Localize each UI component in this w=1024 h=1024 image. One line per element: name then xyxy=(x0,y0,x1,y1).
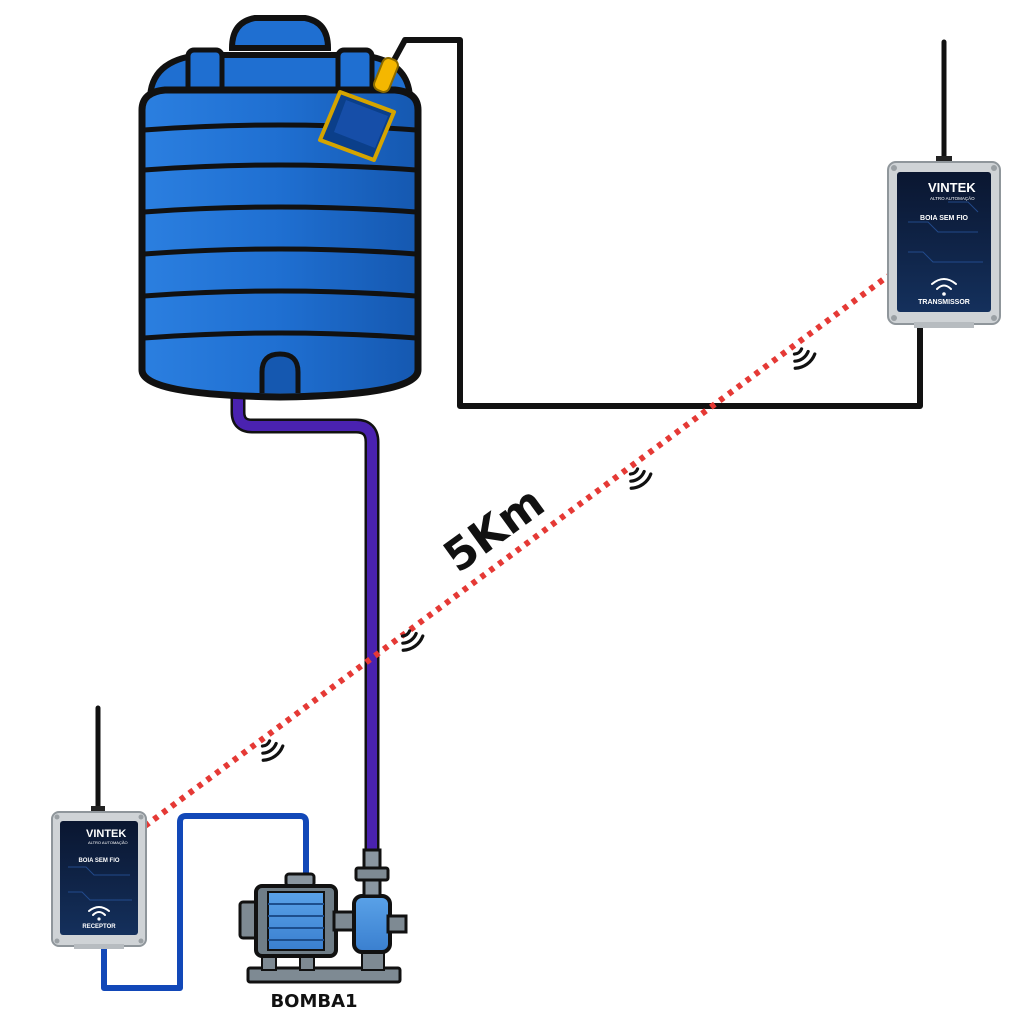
water-tank xyxy=(138,15,422,401)
transmitter-device: VINTEK ALTRO AUTOMAÇÃO BOIA SEM FIO TRAN… xyxy=(887,39,1001,328)
signal-wave-group xyxy=(260,347,817,762)
pump-icon xyxy=(238,848,408,984)
pump-cable xyxy=(101,813,309,991)
wifi-icon xyxy=(88,906,110,921)
signal-wave-icon xyxy=(628,467,653,490)
distance-label: 5Km xyxy=(434,477,553,583)
radio-link-line xyxy=(143,273,890,829)
transmitter-product: BOIA SEM FIO xyxy=(920,215,969,222)
transmitter-brand: VINTEK xyxy=(928,180,976,195)
signal-wave-icon xyxy=(260,739,285,762)
transmitter-brand-sub: ALTRO AUTOMAÇÃO xyxy=(930,195,975,201)
pump-label: BOMBA1 xyxy=(270,991,357,1012)
water-pipe xyxy=(230,396,380,852)
receiver-brand-sub: ALTRO AUTOMAÇÃO xyxy=(88,840,128,845)
receiver-device: VINTEK ALTRO AUTOMAÇÃO BOIA SEM FIO RECE… xyxy=(51,705,147,949)
wifi-icon xyxy=(931,278,957,296)
receiver-product: BOIA SEM FIO xyxy=(78,858,119,864)
transmitter-role: TRANSMISSOR xyxy=(918,299,970,306)
receiver-brand: VINTEK xyxy=(86,828,126,840)
float-cable xyxy=(390,37,923,409)
signal-wave-icon xyxy=(792,347,817,370)
float-switch-icon xyxy=(318,57,399,162)
signal-wave-icon xyxy=(400,629,425,652)
receiver-role: RECEPTOR xyxy=(82,924,116,930)
